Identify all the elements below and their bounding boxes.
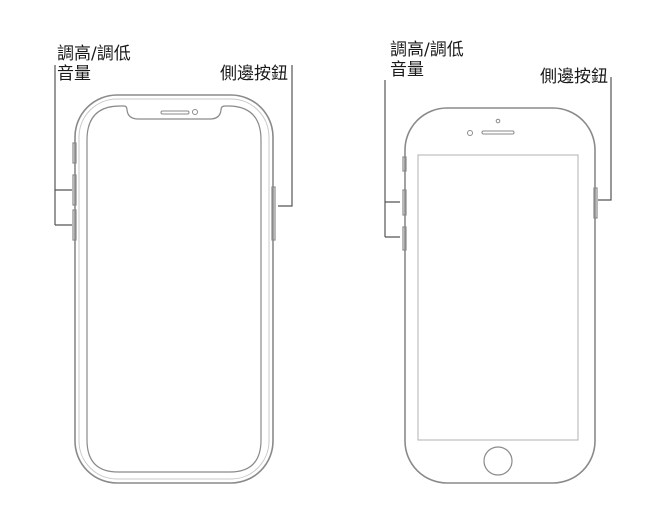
side-button xyxy=(593,187,598,219)
front-camera xyxy=(192,109,198,115)
front-camera xyxy=(495,118,501,124)
side-button-callout-line xyxy=(278,65,293,207)
face-id-iphone xyxy=(54,65,293,484)
volume-callout-bracket xyxy=(54,65,72,226)
side-button-label: 側邊按鈕 xyxy=(220,64,288,84)
ring-silent-switch xyxy=(402,156,407,172)
volume-label: 調高/調低 音量 xyxy=(390,40,464,80)
screen-with-notch xyxy=(86,105,262,473)
volume-up-button xyxy=(72,174,77,206)
side-button-label: 側邊按鈕 xyxy=(540,67,608,87)
screen xyxy=(417,154,579,441)
home-button xyxy=(483,446,513,476)
side-button-callout-line xyxy=(598,77,612,201)
speaker-grille xyxy=(481,130,515,135)
volume-label-line1: 調高/調低 xyxy=(57,44,131,64)
volume-callout-bracket xyxy=(384,80,400,238)
volume-down-button xyxy=(72,209,77,241)
home-button-iphone xyxy=(384,77,612,484)
volume-label-line2: 音量 xyxy=(57,64,91,84)
volume-label-line1: 調高/調低 xyxy=(390,40,464,60)
volume-up-button xyxy=(402,189,407,216)
volume-label: 調高/調低 音量 xyxy=(57,44,131,84)
proximity-sensor xyxy=(467,130,473,136)
phone-body-outer xyxy=(74,94,274,484)
phone-body-inner xyxy=(78,98,270,480)
side-button xyxy=(271,186,276,241)
ring-silent-switch xyxy=(72,142,77,164)
phone-body xyxy=(404,107,596,484)
volume-down-button xyxy=(402,226,407,251)
volume-label-line2: 音量 xyxy=(390,60,424,80)
speaker-grille xyxy=(160,110,190,115)
